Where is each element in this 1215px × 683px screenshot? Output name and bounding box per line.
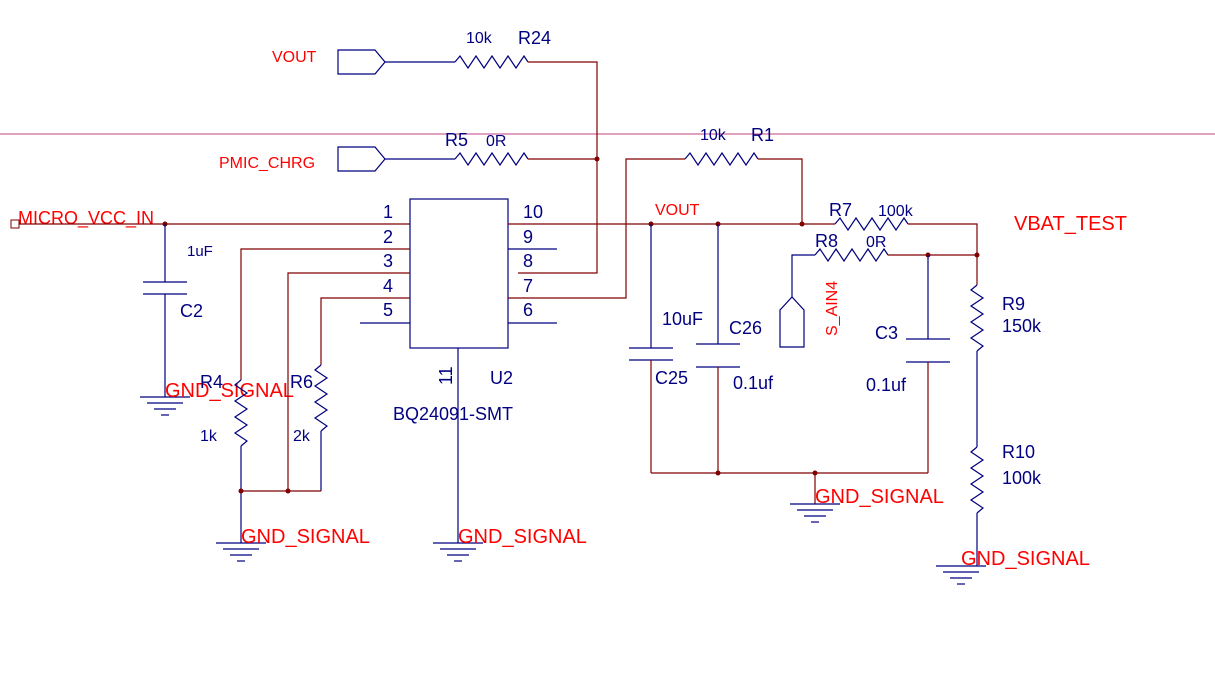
u2-pin-7: 7 bbox=[523, 276, 533, 296]
u2-pin-10: 10 bbox=[523, 202, 543, 222]
r6-resistor bbox=[313, 364, 329, 432]
u2-pin-9: 9 bbox=[523, 227, 533, 247]
c3-value: 0.1uf bbox=[866, 375, 907, 395]
r4-ground-label: GND_SIGNAL bbox=[241, 526, 370, 548]
r1-value: 10k bbox=[700, 127, 727, 144]
u2-ground-label: GND_SIGNAL bbox=[458, 526, 587, 548]
r4-value: 1k bbox=[200, 428, 218, 445]
r5-resistor bbox=[454, 151, 529, 167]
r10-ground-label: GND_SIGNAL bbox=[961, 548, 1090, 570]
c3-ref: C3 bbox=[875, 323, 898, 343]
r4-ref: R4 bbox=[200, 372, 223, 392]
r1-ref: R1 bbox=[751, 125, 774, 145]
u2-pin-5: 5 bbox=[383, 300, 393, 320]
micro-vcc-in-label: MICRO_VCC_IN bbox=[18, 208, 154, 229]
u2-pin-3: 3 bbox=[383, 251, 393, 271]
u2-pin-4: 4 bbox=[383, 276, 393, 296]
c26-value: 0.1uf bbox=[733, 373, 774, 393]
r7-ref: R7 bbox=[829, 200, 852, 220]
r7-resistor bbox=[834, 216, 909, 232]
r10-ground-symbol bbox=[936, 565, 986, 585]
s-ain4-label: S_AIN4 bbox=[824, 281, 841, 336]
r1-resistor bbox=[684, 151, 759, 167]
r4-resistor bbox=[233, 379, 249, 447]
r24-resistor bbox=[454, 54, 529, 70]
c25-ref: C25 bbox=[655, 368, 688, 388]
c3-capacitor bbox=[906, 338, 950, 363]
c2-ref: C2 bbox=[180, 301, 203, 321]
r5-value: 0R bbox=[486, 133, 506, 150]
u2-pin-1: 1 bbox=[383, 202, 393, 222]
u2-pin-8: 8 bbox=[523, 251, 533, 271]
r7-value: 100k bbox=[878, 203, 914, 220]
u2-ground-symbol bbox=[433, 542, 483, 562]
c2-ground-label: GND_SIGNAL bbox=[165, 380, 294, 402]
r6-ref: R6 bbox=[290, 372, 313, 392]
c26-ref: C26 bbox=[729, 318, 762, 338]
r8-resistor bbox=[814, 247, 889, 263]
u2-pin-2: 2 bbox=[383, 227, 393, 247]
s-ain4-port bbox=[779, 296, 805, 348]
u2-part-number: BQ24091-SMT bbox=[393, 404, 513, 424]
vbat-test-label: VBAT_TEST bbox=[1014, 213, 1127, 235]
r10-resistor bbox=[969, 446, 985, 514]
c26-capacitor bbox=[696, 343, 740, 368]
u2-pin-11: 11 bbox=[436, 366, 456, 385]
r9-ref: R9 bbox=[1002, 294, 1025, 314]
u2-ref: U2 bbox=[490, 368, 513, 388]
vout-port-label: VOUT bbox=[272, 49, 317, 66]
r9-value: 150k bbox=[1002, 316, 1042, 336]
u2-pin-6: 6 bbox=[523, 300, 533, 320]
c2-capacitor bbox=[143, 281, 187, 295]
r5-ref: R5 bbox=[445, 130, 468, 150]
vout-port bbox=[337, 49, 386, 75]
pmic-chrg-label: PMIC_CHRG bbox=[219, 155, 315, 172]
caps-ground-symbol bbox=[790, 503, 840, 523]
r24-ref: R24 bbox=[518, 28, 551, 48]
u2-chip bbox=[409, 198, 509, 349]
r4-ground-symbol bbox=[216, 542, 266, 562]
caps-ground-label: GND_SIGNAL bbox=[815, 486, 944, 508]
c25-capacitor bbox=[629, 347, 673, 361]
r8-value: 0R bbox=[866, 234, 886, 251]
c25-value: 10uF bbox=[662, 309, 703, 329]
r8-ref: R8 bbox=[815, 231, 838, 251]
r10-ref: R10 bbox=[1002, 442, 1035, 462]
vout-rail-label: VOUT bbox=[655, 202, 700, 219]
r6-value: 2k bbox=[293, 428, 311, 445]
r10-value: 100k bbox=[1002, 468, 1042, 488]
c2-value: 1uF bbox=[187, 243, 213, 260]
pmic-chrg-port bbox=[337, 146, 386, 172]
c2-ground-symbol bbox=[140, 396, 190, 416]
r24-value: 10k bbox=[466, 30, 493, 47]
r9-resistor bbox=[969, 284, 985, 352]
